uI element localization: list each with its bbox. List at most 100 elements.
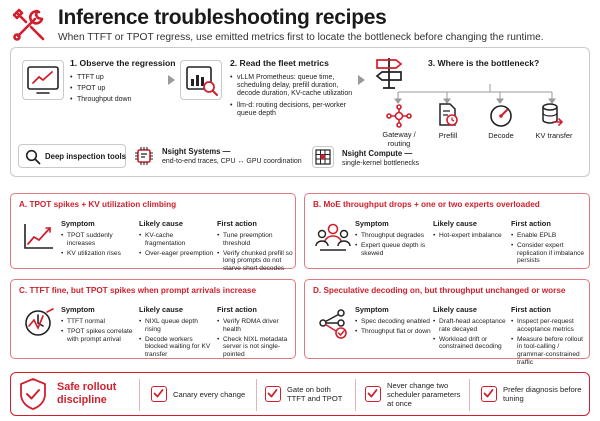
column-action: First action: [217, 219, 257, 228]
rollout-item: Canary every change: [173, 390, 246, 399]
symptom-list: Spec decoding enabled Throughput flat or…: [355, 318, 431, 338]
divider: [139, 379, 140, 411]
recipe-card-c: C. TTFT fine, but TPOT spikes when promp…: [10, 279, 296, 359]
rollout-item: Never change two scheduler parameters at…: [387, 381, 461, 408]
checkbox-icon: [365, 386, 381, 402]
list-item: Verify RDMA driver health: [217, 318, 293, 334]
step-observe-title: 1. Observe the regression: [70, 58, 176, 68]
action-list: Enable EPLB Consider expert replication …: [511, 232, 587, 267]
nsight-compute-desc: single-kernel bottlenecks: [342, 160, 420, 167]
action-list: Verify RDMA driver health Check NIXL met…: [217, 318, 293, 361]
shield-check-icon: [17, 377, 49, 411]
nsight-compute-icon: [312, 146, 334, 168]
symptom-list: Throughput degrades Expert queue depth i…: [355, 232, 431, 259]
decode-gauge-icon: [488, 103, 514, 127]
list-item: Inspect per-request acceptance metrics: [511, 318, 587, 334]
bottleneck-tree-connector: [394, 84, 556, 104]
step-fleet-title: 2. Read the fleet metrics: [230, 58, 329, 68]
action-list: Inspect per-request acceptance metrics M…: [511, 318, 587, 369]
list-item: Hot-expert imbalance: [433, 232, 509, 240]
list-item: Consider expert replication if imbalance…: [511, 242, 587, 265]
cause-list: NIXL queue depth rising Decode workers b…: [139, 318, 215, 361]
column-action: First action: [511, 219, 551, 228]
list-item: Check NIXL metadata server is not single…: [217, 336, 293, 359]
page-subtitle: When TTFT or TPOT regress, use emitted m…: [58, 32, 544, 43]
column-cause: Likely cause: [433, 219, 477, 228]
column-action: First action: [511, 305, 551, 314]
list-item: Throughput degrades: [355, 232, 431, 240]
prefill-icon: [436, 102, 460, 128]
rollout-item: Gate on both TTFT and TPOT: [287, 385, 343, 403]
list-item: Workload drift or constrained decoding: [433, 336, 509, 352]
arrow-right-icon: [168, 75, 175, 85]
card-title: D. Speculative decoding on, but throughp…: [313, 286, 566, 295]
observe-icon: [22, 60, 64, 100]
divider: [355, 379, 356, 411]
cause-list: KV-cache fragmentation Over-eager preemp…: [139, 232, 215, 259]
kv-utilization-chart-icon: [21, 220, 57, 254]
column-symptom: Symptom: [355, 305, 389, 314]
column-cause: Likely cause: [433, 305, 477, 314]
gateway-routing-icon: [386, 104, 412, 128]
list-item: KV-cache fragmentation: [139, 232, 215, 248]
deep-inspection-label: Deep inspection tools: [45, 152, 127, 161]
list-item: TPOT up: [70, 85, 160, 93]
column-symptom: Symptom: [61, 219, 95, 228]
checkbox-icon: [481, 386, 497, 402]
list-item: TPOT suddenly increases: [61, 232, 137, 248]
card-title: B. MoE throughput drops + one or two exp…: [313, 200, 540, 209]
step-observe-list: TTFT up TPOT up Throughput down: [70, 74, 160, 108]
recipe-card-a: A. TPOT spikes + KV utilization climbing…: [10, 193, 296, 272]
list-item: TTFT up: [70, 74, 160, 82]
deep-inspection-tools: Deep inspection tools: [18, 144, 126, 168]
cause-list: Hot-expert imbalance: [433, 232, 509, 242]
list-item: Expert queue depth is skewed: [355, 242, 431, 258]
cause-list: Draft-head acceptance rate decayed Workl…: [433, 318, 509, 353]
list-item: Over-eager preemption: [139, 250, 215, 258]
list-item: Spec decoding enabled: [355, 318, 431, 326]
list-item: Throughput down: [70, 96, 160, 104]
list-item: TTFT normal: [61, 318, 137, 326]
speculative-decoding-icon: [315, 306, 351, 340]
column-cause: Likely cause: [139, 219, 183, 228]
step-fleet-list: vLLM Prometheus: queue time, scheduling …: [230, 74, 356, 121]
tpot-spike-timer-icon: [21, 306, 57, 340]
list-item: TPOT spikes correlate with prompt arriva…: [61, 328, 137, 344]
card-title: A. TPOT spikes + KV utilization climbing: [19, 200, 177, 209]
card-title: C. TTFT fine, but TPOT spikes when promp…: [19, 286, 257, 295]
column-action: First action: [217, 305, 257, 314]
divider: [469, 379, 470, 411]
bottleneck-decode: Decode: [488, 131, 514, 140]
list-item: Measure before rollout in tool-calling /…: [511, 336, 587, 367]
list-item: vLLM Prometheus: queue time, scheduling …: [230, 74, 356, 99]
bottleneck-prefill: Prefill: [438, 131, 458, 140]
arrow-right-icon: [358, 75, 365, 85]
fleet-metrics-icon: [180, 60, 222, 100]
symptom-list: TPOT suddenly increases KV utilization r…: [61, 232, 137, 259]
nsight-systems-desc: end-to-end traces, CPU ↔ GPU coordinatio…: [162, 158, 302, 165]
bottleneck-kv-transfer: KV transfer: [535, 131, 573, 140]
list-item: Draft-head acceptance rate decayed: [433, 318, 509, 334]
magnifier-icon: [25, 149, 41, 165]
page-title: Inference troubleshooting recipes: [58, 6, 387, 29]
list-item: Throughput flat or down: [355, 328, 431, 336]
nsight-systems-title: Nsight Systems —: [162, 147, 231, 156]
action-list: Tune preemption threshold Verify chunked…: [217, 232, 293, 275]
list-item: Enable EPLB: [511, 232, 587, 240]
step-where-title: 3. Where is the bottleneck?: [428, 58, 540, 68]
recipe-card-b: B. MoE throughput drops + one or two exp…: [304, 193, 590, 269]
symptom-list: TTFT normal TPOT spikes correlate with p…: [61, 318, 137, 345]
list-item: Decode workers blocked waiting for KV tr…: [139, 336, 215, 359]
nsight-compute-title: Nsight Compute —: [342, 149, 413, 158]
checkbox-icon: [151, 386, 167, 402]
list-item: llm-d: routing decisions, per-worker que…: [230, 102, 356, 118]
divider: [256, 379, 257, 411]
signpost-icon: [372, 52, 406, 90]
list-item: Verify chunked prefill so long prompts d…: [217, 250, 293, 273]
overloaded-experts-icon: [315, 220, 351, 254]
checkbox-icon: [265, 386, 281, 402]
list-item: KV utilization rises: [61, 250, 137, 258]
list-item: NIXL queue depth rising: [139, 318, 215, 334]
recipe-card-d: D. Speculative decoding on, but throughp…: [304, 279, 590, 366]
column-symptom: Symptom: [355, 219, 389, 228]
